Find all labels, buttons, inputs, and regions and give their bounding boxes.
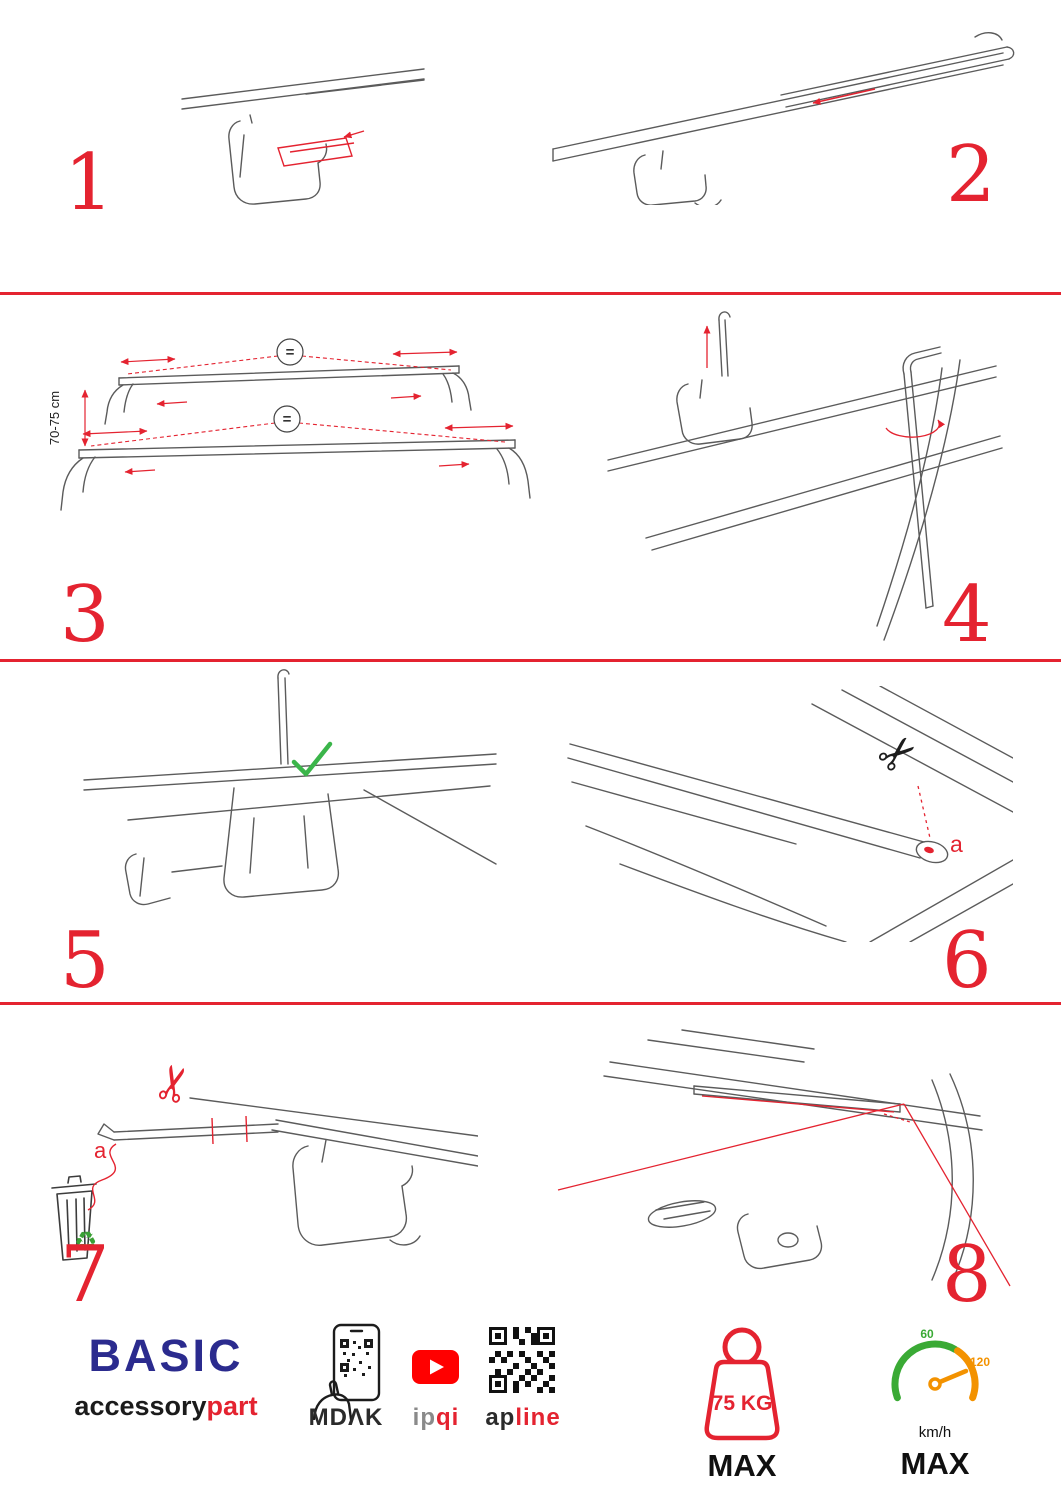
cut-label: a <box>950 831 963 857</box>
step-4-number: 4 <box>942 570 992 660</box>
brand-sub-black: accessory <box>74 1391 207 1421</box>
section-divider <box>0 292 1061 295</box>
clamp-check-drawing <box>83 669 497 906</box>
alignment-guide-lines <box>557 1095 1011 1287</box>
crossbars-drawing <box>60 365 531 511</box>
trash-bin-icon <box>51 1175 97 1261</box>
cut-label: a <box>94 1138 107 1163</box>
section-divider <box>0 1002 1061 1005</box>
step-7-illustration: ♻ ✂ a <box>51 1058 478 1261</box>
cut-strip-indicator <box>917 785 934 854</box>
weight-limit-icon: 75 KG <box>704 1327 780 1441</box>
brand-sub-red: part <box>206 1391 258 1421</box>
brand-logo: BASIC accessorypart <box>60 1330 272 1422</box>
equal-indicator: = <box>283 411 292 428</box>
step-3-number: 3 <box>60 570 110 660</box>
weight-value: 75 KG <box>712 1392 773 1415</box>
bar-slide-drawing <box>552 32 1015 205</box>
bar-end-drawing <box>567 686 1013 942</box>
step-8-illustration <box>557 1029 1011 1287</box>
step-8-number: 8 <box>942 1230 992 1320</box>
step-7-number: 7 <box>60 1230 110 1320</box>
step-6-illustration: ✂ a <box>567 686 1013 942</box>
step-3-illustration: = = 70-75 cm <box>47 338 531 511</box>
step-2-illustration <box>552 32 1015 205</box>
weight-max-label: MAX <box>707 1448 777 1483</box>
partner-apline-label: apline <box>477 1404 569 1432</box>
gauge-high-label: 120 <box>970 1355 990 1369</box>
slide-direction-arrow <box>812 88 876 105</box>
rubber-pad-indicator <box>277 130 365 167</box>
section-divider <box>0 659 1061 662</box>
apline-black: ap <box>485 1404 516 1431</box>
qr-code <box>489 1327 555 1393</box>
scissors-icon: ✂ <box>144 1058 206 1111</box>
roof-rail-drawing <box>181 68 425 205</box>
step-6-number: 6 <box>942 916 992 1006</box>
partner-mdak-label: MDΛK <box>308 1404 384 1431</box>
partner-ipqi-label: ipqi <box>398 1404 474 1432</box>
step-1-illustration <box>181 68 425 205</box>
dimension-arrows <box>81 348 514 475</box>
step-1-number: 1 <box>64 138 114 228</box>
speed-max-label: MAX <box>900 1446 970 1481</box>
equal-guide-lines <box>90 355 506 447</box>
gauge-low-label: 60 <box>920 1327 934 1341</box>
equal-indicator-circles <box>273 338 304 433</box>
final-assembly-drawing <box>603 1029 983 1287</box>
checkmark-icon <box>291 741 333 777</box>
measurement-label: 70-75 cm <box>47 391 62 445</box>
speed-limit-icon: 60 120 <box>891 1327 990 1402</box>
brand-title: BASIC <box>88 1330 244 1381</box>
phone-qr-icon <box>312 1323 381 1420</box>
ipqi-gray: ip <box>412 1404 436 1431</box>
youtube-icon <box>412 1350 459 1384</box>
step-4-illustration <box>607 311 1003 641</box>
apline-red: line <box>515 1404 561 1431</box>
cut-marks <box>87 1115 248 1211</box>
step-5-illustration <box>83 669 497 906</box>
tighten-arrows <box>703 325 946 438</box>
brand-subtitle: accessorypart <box>60 1391 272 1422</box>
step-5-number: 5 <box>60 916 110 1006</box>
recycle-icon: ♻ <box>74 1226 97 1256</box>
speed-unit-label: km/h <box>918 1424 952 1441</box>
step-2-number: 2 <box>946 130 996 220</box>
equal-indicator: = <box>286 344 295 361</box>
ipqi-red: qi <box>436 1404 460 1431</box>
allen-key-drawing <box>607 311 1003 641</box>
strip-trim-drawing <box>97 1097 478 1246</box>
